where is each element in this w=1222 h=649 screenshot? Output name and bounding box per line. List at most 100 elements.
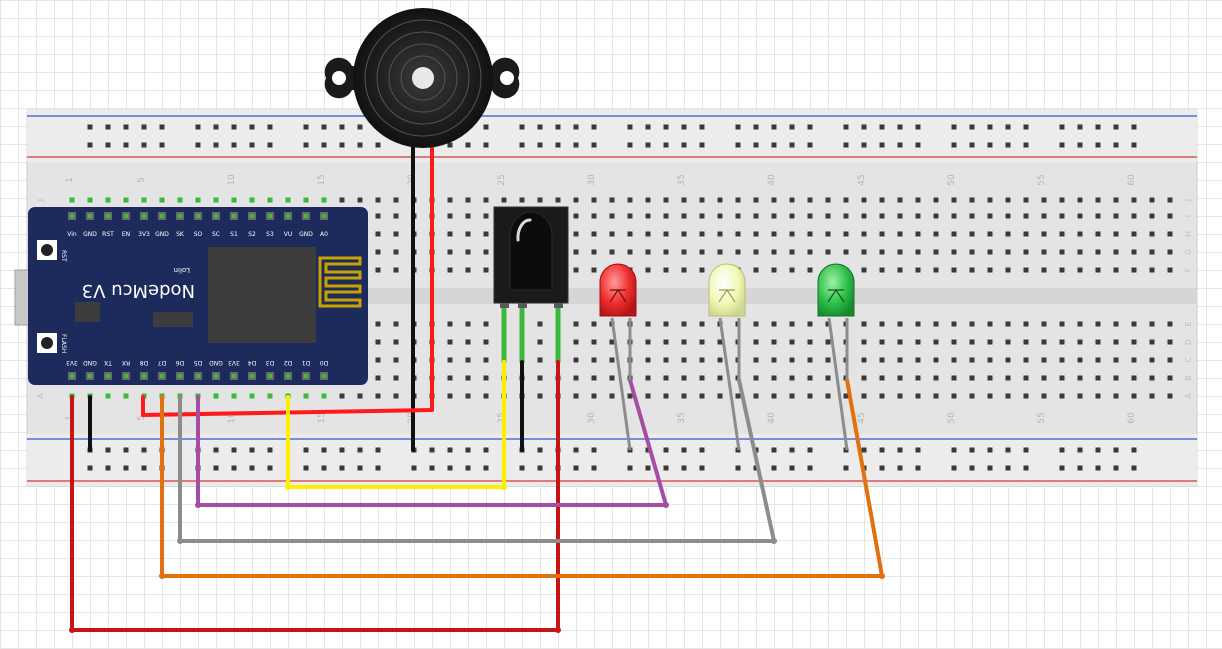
rail-hole xyxy=(663,142,669,148)
breadboard-hole xyxy=(483,321,489,327)
breadboard-hole xyxy=(771,393,777,399)
breadboard-hole xyxy=(447,375,453,381)
rail-hole xyxy=(735,142,741,148)
breadboard-hole xyxy=(573,249,579,255)
breadboard-hole xyxy=(1041,393,1047,399)
rail-hole xyxy=(1005,142,1011,148)
breadboard-hole xyxy=(627,231,633,237)
breadboard-hole xyxy=(699,197,705,203)
column-number: 30 xyxy=(587,174,597,186)
pin-label: GND xyxy=(209,359,223,366)
rail-hole xyxy=(1077,142,1083,148)
breadboard-hole xyxy=(861,197,867,203)
rail-hole xyxy=(87,124,93,130)
breadboard-hole xyxy=(699,267,705,273)
breadboard-hole xyxy=(1113,375,1119,381)
rail-hole xyxy=(861,447,867,453)
breadboard-hole xyxy=(1023,321,1029,327)
breadboard-hole xyxy=(573,213,579,219)
occupied-hole xyxy=(321,197,327,203)
rail-hole xyxy=(267,124,273,130)
breadboard-hole xyxy=(753,197,759,203)
rail-hole xyxy=(1095,142,1101,148)
breadboard-hole xyxy=(663,213,669,219)
rail-hole xyxy=(483,465,489,471)
breadboard-hole xyxy=(1095,197,1101,203)
breadboard-hole xyxy=(609,375,615,381)
breadboard-hole xyxy=(339,197,345,203)
breadboard-hole xyxy=(879,375,885,381)
rail-hole xyxy=(663,465,669,471)
rail-hole xyxy=(123,447,129,453)
pin-label: D1 xyxy=(302,359,311,366)
rail-hole xyxy=(951,465,957,471)
breadboard-hole xyxy=(1005,249,1011,255)
rail-hole xyxy=(573,124,579,130)
header-pin-contact xyxy=(124,374,128,378)
breadboard-hole xyxy=(393,213,399,219)
breadboard-hole xyxy=(789,375,795,381)
flash-label: FLASH xyxy=(60,334,67,353)
breadboard-hole xyxy=(573,357,579,363)
breadboard-hole xyxy=(1113,339,1119,345)
breadboard-hole xyxy=(483,213,489,219)
breadboard-hole xyxy=(447,249,453,255)
breadboard-hole xyxy=(789,357,795,363)
breadboard-hole xyxy=(393,357,399,363)
header-pin-contact xyxy=(124,214,128,218)
breadboard-hole xyxy=(1077,357,1083,363)
led-leg xyxy=(610,317,632,451)
rail-hole xyxy=(231,124,237,130)
breadboard-hole xyxy=(969,267,975,273)
occupied-hole xyxy=(195,197,201,203)
rail-hole xyxy=(1005,447,1011,453)
column-number: 5 xyxy=(137,177,147,183)
breadboard-hole xyxy=(717,393,723,399)
rail-hole xyxy=(483,447,489,453)
breadboard-hole xyxy=(1113,249,1119,255)
breadboard-hole xyxy=(447,321,453,327)
rail-hole xyxy=(303,447,309,453)
buzzer-ring xyxy=(400,55,446,101)
leds xyxy=(599,263,855,451)
breadboard-hole xyxy=(483,357,489,363)
column-number: 40 xyxy=(767,174,777,186)
breadboard-hole xyxy=(699,249,705,255)
breadboard-hole xyxy=(1059,339,1065,345)
breadboard-hole xyxy=(609,339,615,345)
occupied-hole xyxy=(123,393,129,399)
rail-hole xyxy=(105,124,111,130)
breadboard-hole xyxy=(1131,357,1137,363)
rail-hole xyxy=(87,142,93,148)
breadboard-hole xyxy=(393,267,399,273)
breadboard-hole xyxy=(1023,375,1029,381)
wire-green-led xyxy=(160,378,884,578)
breadboard-hole xyxy=(1077,375,1083,381)
rail-hole xyxy=(357,465,363,471)
rail-hole xyxy=(1095,465,1101,471)
header-pin-contact xyxy=(70,374,74,378)
breadboard-hole xyxy=(447,213,453,219)
breadboard-hole xyxy=(897,339,903,345)
breadboard-hole xyxy=(1041,321,1047,327)
pin-label: SO xyxy=(194,231,203,238)
rail-hole xyxy=(879,124,885,130)
wire-joint xyxy=(159,573,165,579)
breadboard-hole xyxy=(825,213,831,219)
breadboard-hole xyxy=(1077,321,1083,327)
breadboard-hole xyxy=(645,197,651,203)
breadboard-hole xyxy=(1059,197,1065,203)
rail-hole xyxy=(645,447,651,453)
breadboard-hole xyxy=(1077,267,1083,273)
breadboard-hole xyxy=(519,197,525,203)
ir-lead-root xyxy=(518,303,527,308)
breadboard-hole xyxy=(699,393,705,399)
breadboard-hole xyxy=(717,357,723,363)
breadboard-hole xyxy=(1167,321,1173,327)
breadboard-hole xyxy=(483,267,489,273)
rail-hole xyxy=(591,465,597,471)
breadboard-hole xyxy=(1095,357,1101,363)
breadboard-hole xyxy=(933,197,939,203)
pin-label: D7 xyxy=(158,359,167,366)
breadboard-hole xyxy=(771,357,777,363)
